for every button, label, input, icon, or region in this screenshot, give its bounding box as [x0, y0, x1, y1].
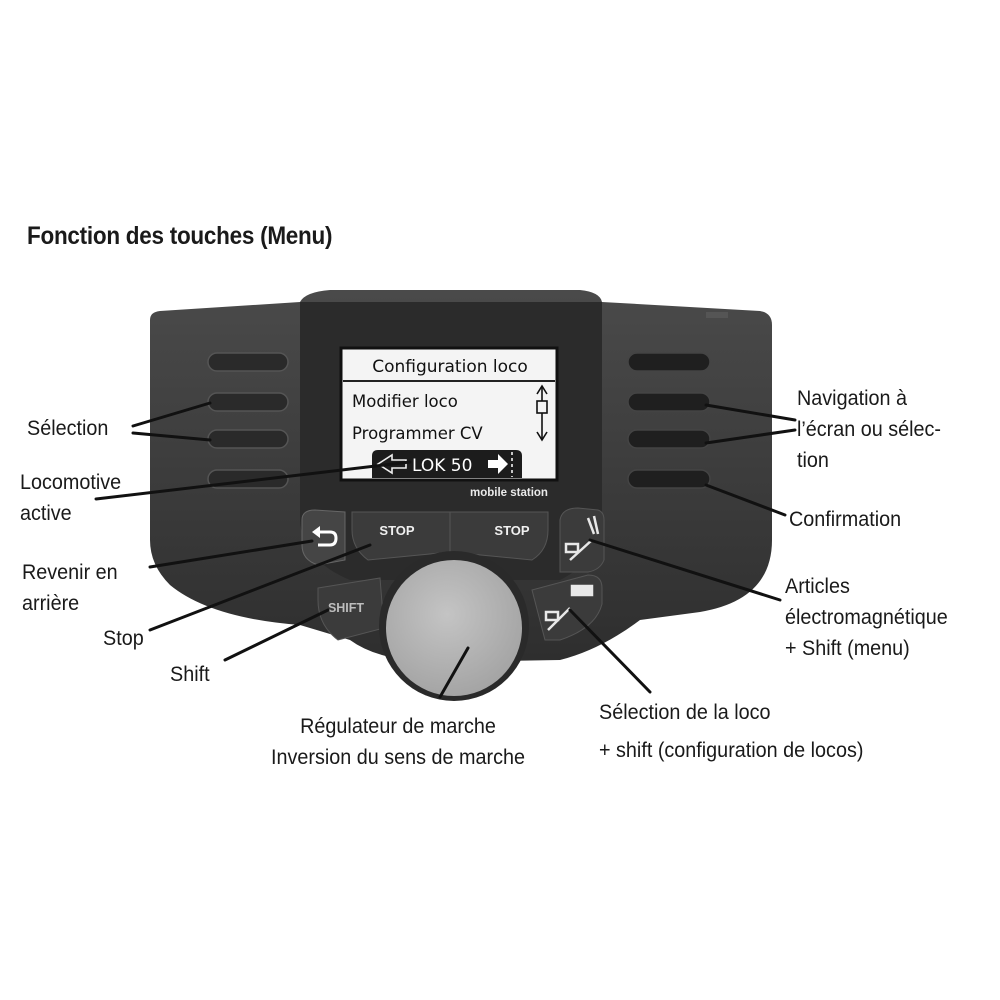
stop-left-label: STOP: [379, 523, 414, 538]
scroll-arrows-icon: [536, 384, 548, 442]
leader-lines: [94, 401, 797, 699]
right-side-button-2: [627, 392, 711, 412]
back-arrow-icon: [318, 530, 338, 547]
screen-item-2: Programmer CV: [352, 424, 483, 443]
label-navigation: Navigation à l’écran ou sélec- tion: [797, 386, 942, 472]
screen-item-1: Modifier loco: [352, 392, 458, 411]
label-stop: Stop: [103, 626, 144, 650]
stop-right-label: STOP: [494, 523, 529, 538]
stop-button-right: [449, 511, 549, 561]
loco-wrench-icon: [544, 584, 594, 631]
label-articles: Articles électromagnétique + Shift (menu…: [785, 574, 948, 660]
right-side-button-3: [627, 429, 711, 449]
speed-knob: [386, 560, 522, 696]
label-regulator: Régulateur de marche Inversion du sens d…: [270, 714, 525, 769]
arrow-right-icon: [488, 454, 508, 474]
label-locomotive-active: Locomotive active: [20, 470, 122, 525]
right-side-button-1: [627, 352, 711, 372]
screen-loco-name: LOK 50: [412, 456, 472, 476]
left-side-button-2: [207, 392, 289, 412]
page-title: Fonction des touches (Menu): [27, 222, 333, 250]
loco-bar: [372, 450, 522, 478]
label-shift: Shift: [170, 662, 210, 686]
arrow-left-icon: [376, 453, 407, 475]
back-button: [301, 509, 346, 566]
articles-button: [559, 507, 605, 573]
label-loco-select: Sélection de la loco + shift (configurat…: [599, 700, 864, 762]
shift-button: [317, 577, 385, 641]
label-confirmation: Confirmation: [789, 507, 902, 531]
left-side-button-1: [207, 352, 289, 372]
label-back: Revenir en arrière: [22, 560, 118, 615]
left-side-button-3: [207, 429, 289, 449]
right-side-button-4: [627, 469, 711, 489]
shift-label: SHIFT: [328, 601, 364, 615]
turnout-wrench-icon: [564, 515, 600, 561]
screen-header: Configuration loco: [372, 357, 528, 377]
brand-label: mobile station: [470, 487, 548, 499]
label-selection: Sélection: [27, 416, 109, 440]
